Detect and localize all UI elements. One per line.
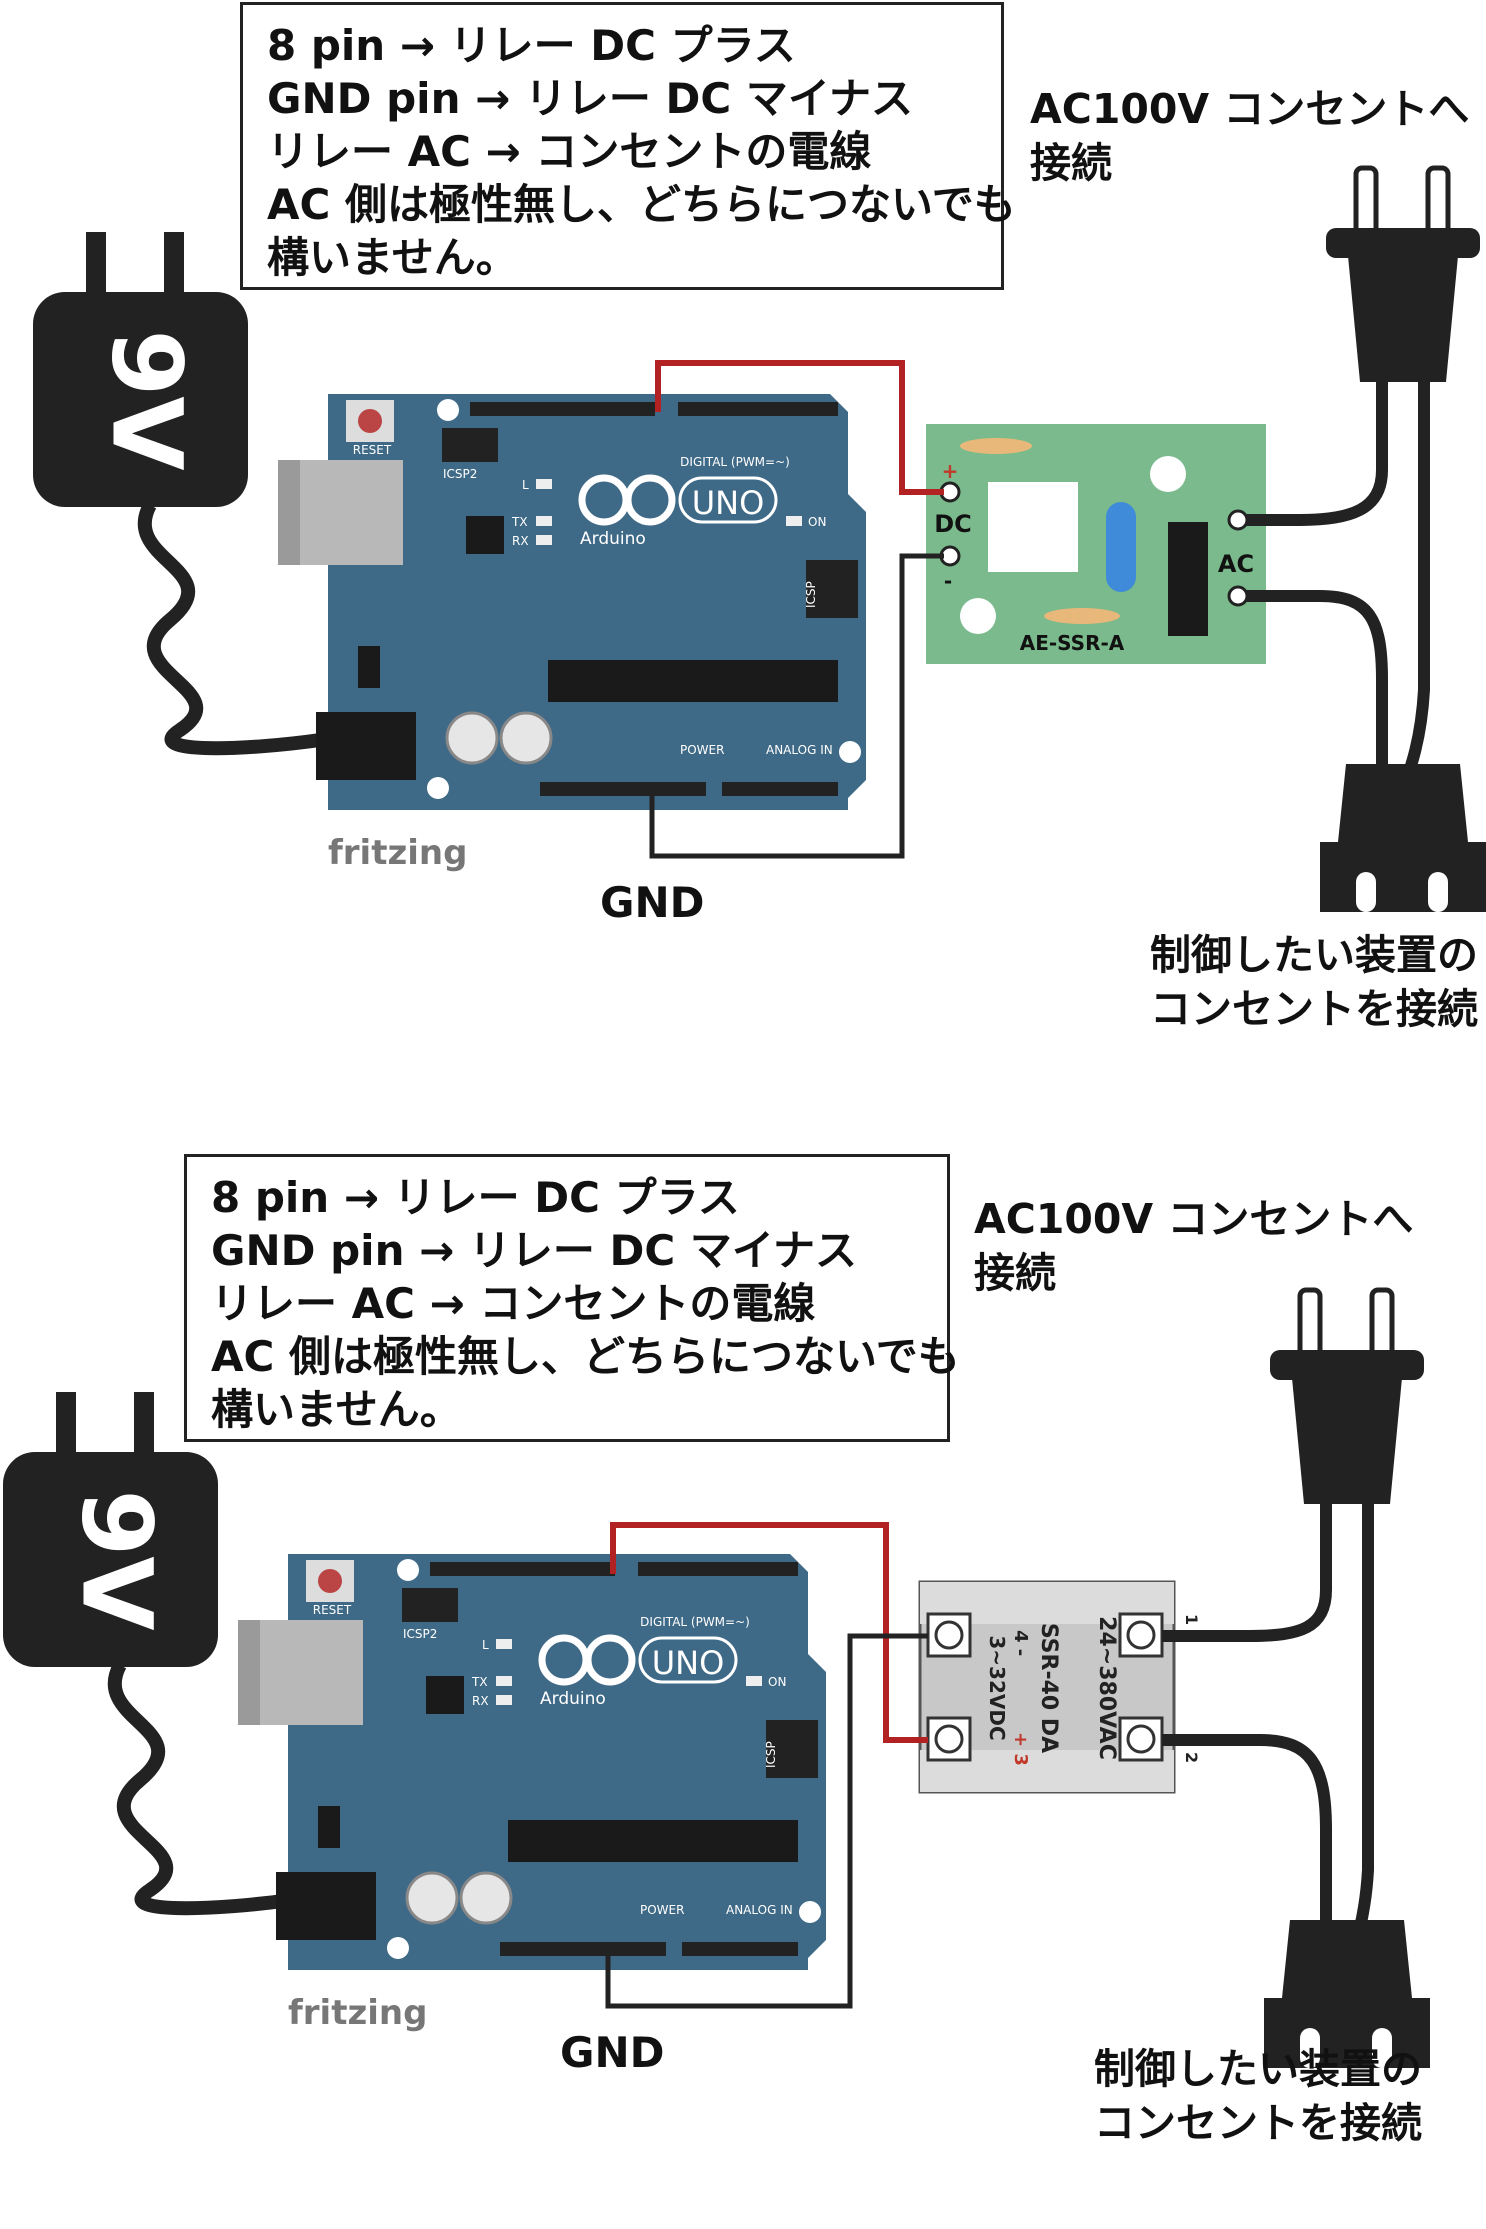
adapter-voltage-label: 9V xyxy=(91,329,203,470)
device-socket xyxy=(1264,1920,1430,2068)
analog-in-label: ANALOG IN xyxy=(766,743,833,757)
led-rx-label: RX xyxy=(512,534,529,548)
note-line-3: リレー AC → コンセントの電線 xyxy=(267,127,872,176)
device-label-line-1: 制御したい装置の xyxy=(1094,2045,1422,2093)
arduino-uno-board: RESET ICSP2 DIGITAL (PWM=~) L TX RX ON U… xyxy=(278,394,866,810)
ac-cable-2 xyxy=(1338,1504,1374,1981)
arduino-brand-label: Arduino xyxy=(540,1689,606,1709)
fritzing-label: fritzing xyxy=(328,833,467,873)
note-line-2: GND pin → リレー DC マイナス xyxy=(267,74,913,123)
led-on-label: ON xyxy=(768,1675,786,1689)
note-line-1: 8 pin → リレー DC プラス xyxy=(211,1173,740,1222)
gnd-label: GND xyxy=(560,2028,665,2077)
outlet-label-line-2: 接続 xyxy=(1030,139,1112,187)
power-adapter: 9V xyxy=(33,232,321,756)
digital-label: DIGITAL (PWM=~) xyxy=(680,455,790,469)
note-line-5: 構いません。 xyxy=(267,233,518,282)
note-line-4: AC 側は極性無し、どちらにつないでも xyxy=(211,1332,960,1381)
gnd-label: GND xyxy=(600,878,705,927)
led-on-label: ON xyxy=(808,515,826,529)
ssr-40-da-relay: SSR-40 DA 24~380VAC 3~32VDC 4 - + 3 1 2 xyxy=(918,1580,1201,1794)
ac-cable-2 xyxy=(1394,382,1430,801)
ssr-ac-range-label: 24~380VAC xyxy=(1094,1616,1119,1760)
power-label: POWER xyxy=(640,1903,684,1917)
arduino-logo: UNO Arduino xyxy=(538,1634,738,1709)
wiring-notes: 8 pin → リレー DC プラス GND pin → リレー DC マイナス… xyxy=(184,1154,960,1442)
icsp-label: ICSP xyxy=(804,581,818,608)
wiring-diagram: 9V RESET ICSP2 DIGITAL (PWM=~) L TX RX xyxy=(33,165,1486,912)
outlet-label: AC100V コンセントへ 接続 xyxy=(974,1192,1413,1300)
led-tx-label: TX xyxy=(511,515,528,529)
wiring-diagram: 9V RESET ICSP2 DIGITAL (PWM=~) L TX RX xyxy=(3,1287,1430,2068)
ssr-plus-label: + xyxy=(942,459,959,483)
ssr-ac-label: AC xyxy=(1218,550,1254,578)
arduino-brand-label: Arduino xyxy=(580,529,646,549)
note-line-5: 構いません。 xyxy=(211,1385,462,1434)
led-tx-label: TX xyxy=(471,1675,488,1689)
device-label-line-2: コンセントを接続 xyxy=(1094,2099,1422,2147)
analog-in-label: ANALOG IN xyxy=(726,1903,793,1917)
ac-cable-3 xyxy=(1246,590,1388,780)
ac-cable-3 xyxy=(1162,1734,1332,1940)
led-l-label: L xyxy=(482,1638,489,1652)
ssr-terminal-3-label: + 3 xyxy=(1010,1732,1031,1766)
ssr-model-label: SSR-40 DA xyxy=(1036,1623,1061,1753)
fritzing-label: fritzing xyxy=(288,1993,427,2033)
outlet-label: AC100V コンセントへ 接続 xyxy=(1030,82,1469,190)
outlet-label-line-2: 接続 xyxy=(974,1249,1056,1297)
reset-label: RESET xyxy=(313,1603,352,1617)
note-line-1: 8 pin → リレー DC プラス xyxy=(267,21,796,70)
note-line-2: GND pin → リレー DC マイナス xyxy=(211,1226,857,1275)
adapter-voltage-label: 9V xyxy=(61,1489,173,1630)
panel-ae-ssr-a: 9V RESET ICSP2 DIGITAL (PWM=~) L TX RX xyxy=(0,0,1486,1079)
reset-label: RESET xyxy=(353,443,392,457)
ssr-terminal-1-label: 1 xyxy=(1182,1614,1201,1625)
ground-wire xyxy=(649,553,944,859)
ac-cable-1 xyxy=(1246,382,1388,526)
panel-ssr-40-da: 9V RESET ICSP2 DIGITAL (PWM=~) L TX RX xyxy=(0,1150,1486,2229)
ac-cable-1 xyxy=(1162,1504,1332,1642)
ground-wire xyxy=(605,1633,928,2009)
led-rx-label: RX xyxy=(472,1694,489,1708)
arduino-logo: UNO Arduino xyxy=(578,474,778,549)
note-line-3: リレー AC → コンセントの電線 xyxy=(211,1279,816,1328)
ssr-model-label: AE-SSR-A xyxy=(1020,631,1125,655)
ae-ssr-a-module: + - DC AC AE-SSR-A xyxy=(926,424,1266,664)
arduino-uno-board: RESET ICSP2 DIGITAL (PWM=~) L TX RX ON U… xyxy=(238,1554,826,1970)
note-line-4: AC 側は極性無し、どちらにつないでも xyxy=(267,180,1016,229)
outlet-plug xyxy=(1326,165,1480,382)
device-label-line-2: コンセントを接続 xyxy=(1150,985,1478,1033)
icsp2-label: ICSP2 xyxy=(403,1627,437,1641)
outlet-plug xyxy=(1270,1287,1424,1504)
outlet-label-line-1: AC100V コンセントへ xyxy=(1030,85,1470,133)
ssr-terminal-4-label: 4 - xyxy=(1010,1630,1031,1656)
ssr-dc-label: DC xyxy=(934,510,972,538)
signal-wire xyxy=(655,360,944,495)
power-label: POWER xyxy=(680,743,724,757)
digital-label: DIGITAL (PWM=~) xyxy=(640,1615,750,1629)
icsp2-label: ICSP2 xyxy=(443,467,477,481)
ssr-terminal-2-label: 2 xyxy=(1182,1752,1201,1763)
uno-label: UNO xyxy=(692,484,765,522)
ssr-dc-range-label: 3~32VDC xyxy=(985,1635,1009,1740)
power-adapter: 9V xyxy=(3,1392,291,1916)
device-socket xyxy=(1320,764,1486,912)
uno-label: UNO xyxy=(652,1644,725,1682)
led-l-label: L xyxy=(522,478,529,492)
wiring-notes: 8 pin → リレー DC プラス GND pin → リレー DC マイナス… xyxy=(240,2,1016,290)
signal-wire xyxy=(610,1522,928,1743)
device-label: 制御したい装置の コンセントを接続 xyxy=(1094,2042,1422,2150)
device-label: 制御したい装置の コンセントを接続 xyxy=(1150,928,1478,1036)
icsp-label: ICSP xyxy=(764,1741,778,1768)
device-label-line-1: 制御したい装置の xyxy=(1150,931,1478,979)
outlet-label-line-1: AC100V コンセントへ xyxy=(974,1195,1414,1243)
ssr-minus-label: - xyxy=(944,569,952,593)
